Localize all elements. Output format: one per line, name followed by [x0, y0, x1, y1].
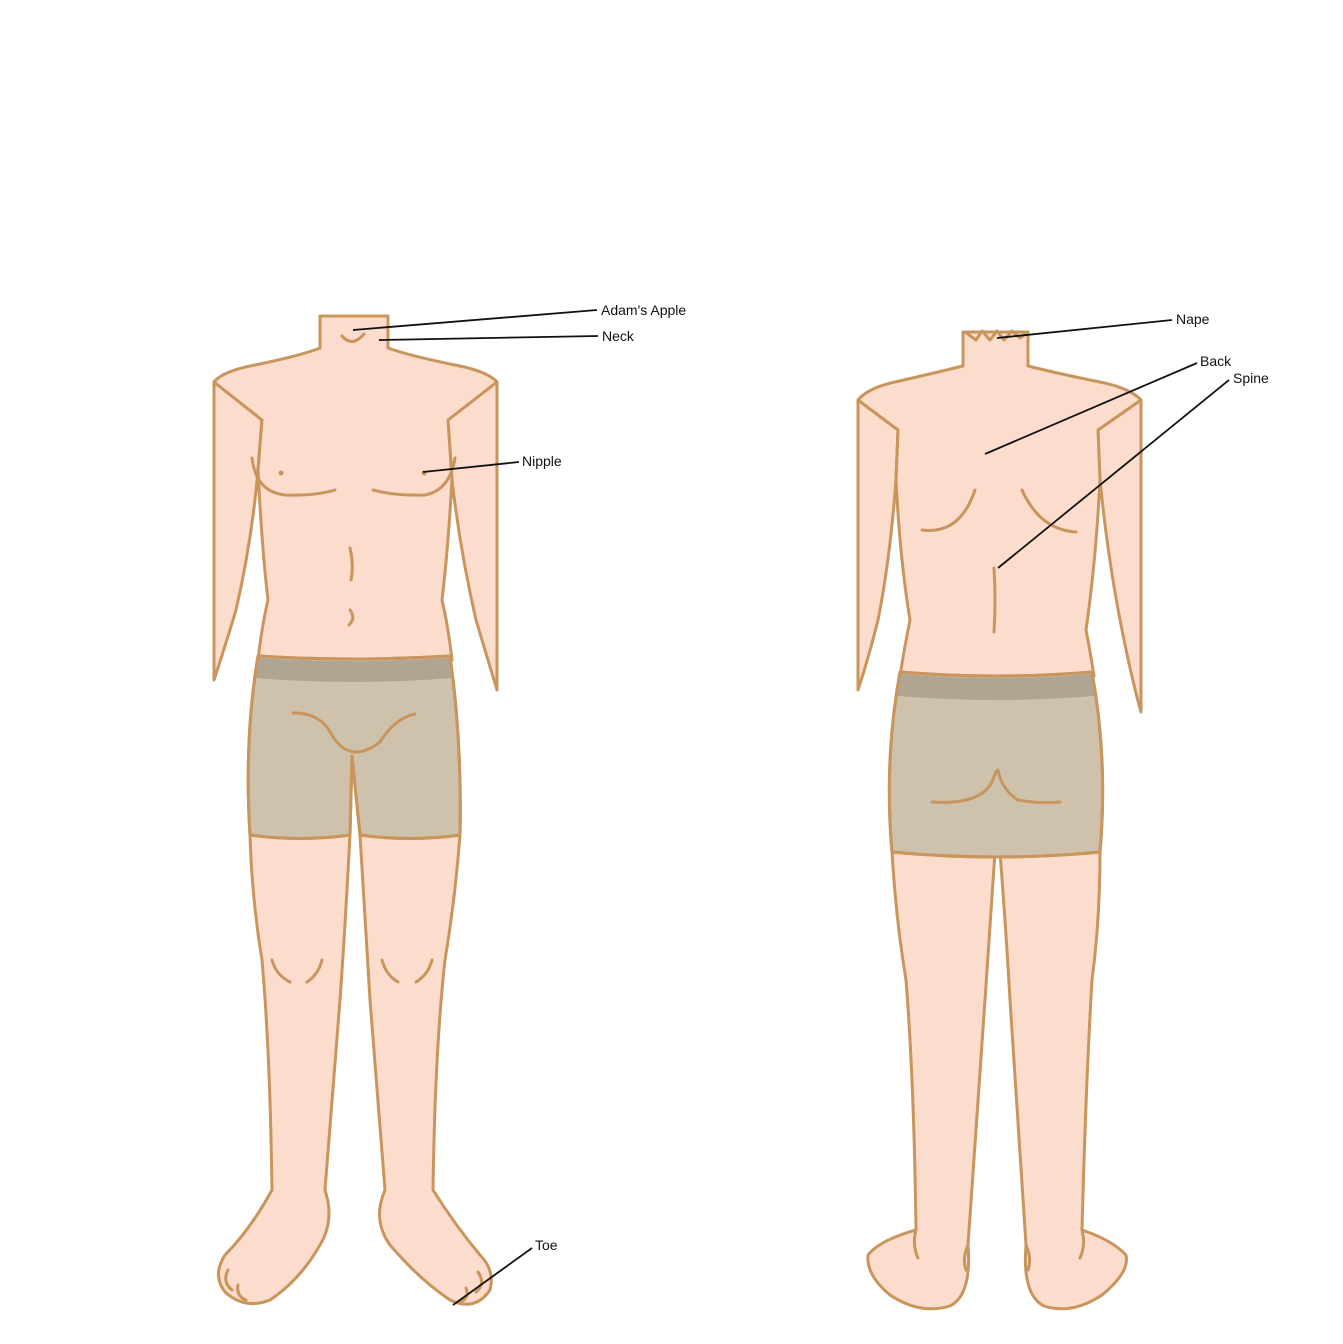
- back-figure: [856, 329, 1143, 1311]
- back-torso: [856, 330, 1143, 678]
- front-left-leg: [217, 833, 352, 1306]
- front-abs-line: [348, 546, 354, 582]
- back-buttocks-line: [930, 768, 1062, 805]
- front-shorts-outline: [246, 654, 462, 840]
- leader-lines: [352, 309, 1230, 1306]
- front-crotch-line: [291, 711, 417, 754]
- label-neck: Neck: [602, 328, 634, 344]
- label-nipple: Nipple: [522, 453, 562, 469]
- front-toes-right: [458, 1270, 483, 1304]
- front-shorts: [246, 654, 462, 840]
- front-knee-left-b: [305, 958, 324, 984]
- back-ankle-left-b: [962, 1243, 970, 1272]
- front-chest-right: [371, 456, 457, 497]
- back-scapula-right: [1020, 488, 1078, 534]
- front-waistband: [256, 658, 452, 682]
- front-nipple-left: [278, 470, 284, 476]
- leader-nape: [996, 319, 1173, 339]
- back-right-leg: [998, 850, 1128, 1311]
- label-spine: Spine: [1233, 370, 1269, 386]
- leader-back: [984, 362, 1198, 455]
- leader-nipple: [422, 461, 520, 473]
- back-ankle-right: [1024, 1243, 1032, 1272]
- adams-apple-mark: [340, 332, 366, 343]
- leader-spine: [997, 379, 1230, 569]
- back-left-leg: [866, 850, 997, 1311]
- back-right-arm: [1096, 398, 1143, 714]
- back-spine-line: [992, 566, 997, 634]
- front-right-leg: [358, 833, 493, 1306]
- leader-adams-apple: [352, 309, 598, 331]
- back-shorts-outline: [887, 670, 1105, 859]
- label-toe: Toe: [535, 1237, 558, 1253]
- front-right-arm: [446, 380, 499, 692]
- back-left-arm: [856, 398, 900, 692]
- leader-toe: [452, 1247, 533, 1306]
- front-knee-right-a: [380, 958, 400, 984]
- front-toes-left: [224, 1268, 248, 1302]
- front-knee-left-a: [270, 958, 292, 984]
- front-navel: [347, 608, 355, 627]
- back-ankle-right-b: [1078, 1228, 1086, 1260]
- front-left-arm: [212, 380, 264, 682]
- front-chest-left: [250, 456, 337, 497]
- front-knee-right-b: [414, 958, 434, 984]
- back-ankle-left: [912, 1228, 920, 1260]
- front-figure: [212, 314, 499, 1306]
- leader-neck: [378, 335, 599, 341]
- label-adams-apple: Adam's Apple: [601, 302, 687, 318]
- label-nape: Nape: [1176, 311, 1210, 327]
- back-scapula-left: [920, 488, 977, 532]
- label-back: Back: [1200, 353, 1232, 369]
- back-waistband: [898, 674, 1094, 700]
